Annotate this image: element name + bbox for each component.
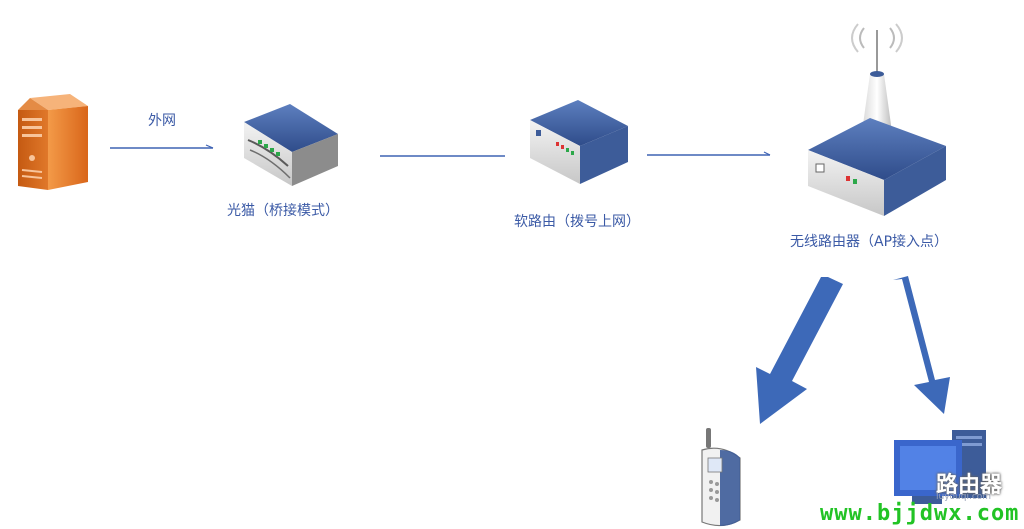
desktop-computer-icon (894, 430, 986, 504)
connection-softrouter-wirelessrouter (647, 151, 771, 156)
soft-router-icon (530, 100, 628, 184)
optical-modem-label: 光猫（桥接模式） (227, 203, 339, 219)
watermark-subtitle: luyouqi.com (936, 492, 992, 502)
soft-router-label: 软路由（拨号上网） (514, 214, 640, 230)
wan-label: 外网 (148, 113, 176, 129)
wireless-router-label: 无线路由器（AP接入点） (790, 234, 949, 250)
arrow-to-computer (893, 276, 950, 414)
watermark-logo: 路由器 (936, 473, 1003, 498)
server-icon (18, 94, 88, 190)
arrow-to-phone (756, 277, 843, 424)
connection-server-modem (110, 144, 214, 149)
mobile-phone-icon (701, 428, 741, 527)
optical-modem-icon (244, 104, 338, 186)
wireless-router-icon (808, 23, 946, 216)
watermark-url: www.bjjdwx.com (820, 501, 1020, 526)
